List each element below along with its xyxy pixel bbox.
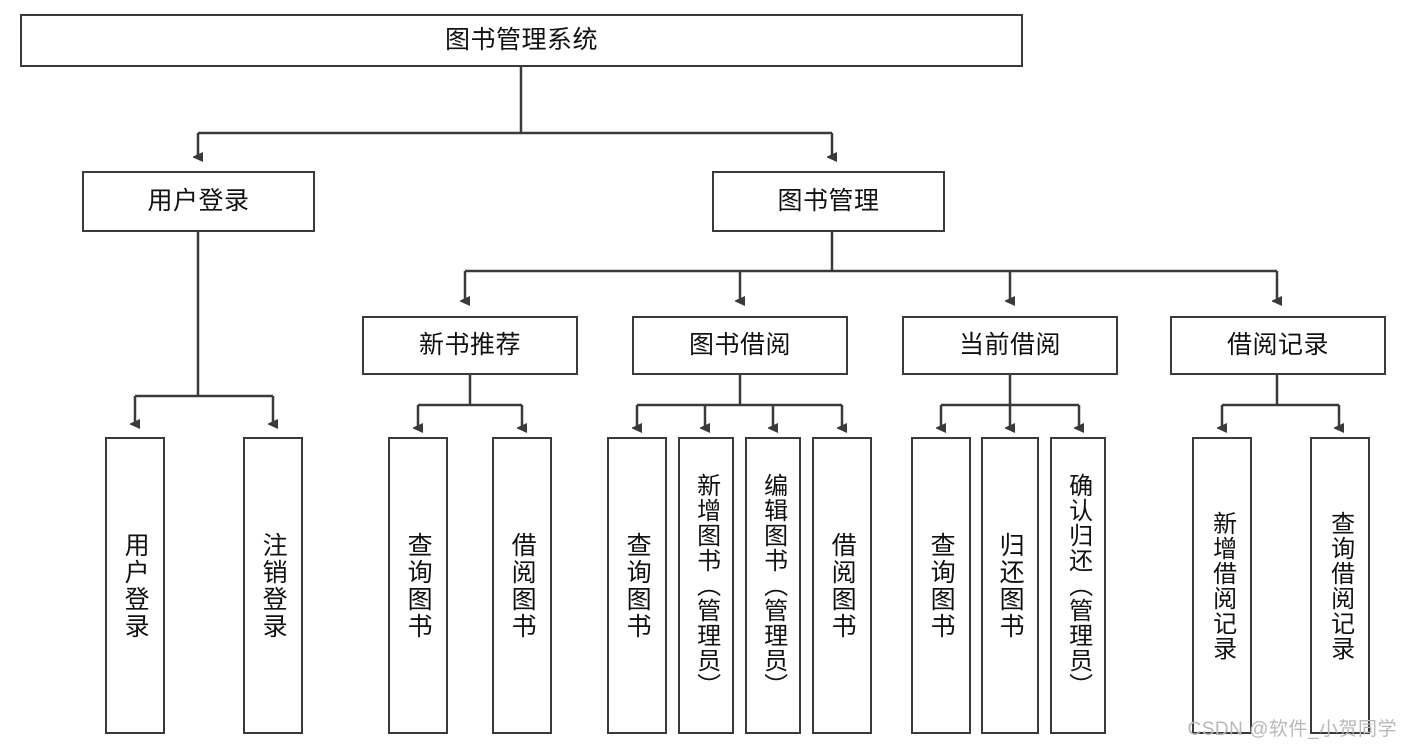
node-label: 借阅图书 xyxy=(508,531,537,640)
node-label: 借阅图书 xyxy=(828,531,857,640)
node-label: 查询图书 xyxy=(404,531,433,640)
node-user-login[interactable]: 用户登录 xyxy=(82,171,315,232)
leaf-borrow-query-books[interactable]: 查询图书 xyxy=(607,437,667,734)
node-label: 注销登录 xyxy=(259,531,288,640)
node-label: 查询图书 xyxy=(927,531,956,640)
leaf-user-login-login[interactable]: 用户登录 xyxy=(105,437,165,734)
leaf-borrow-add-book-admin[interactable]: 新增图书（管理员） xyxy=(678,437,734,734)
node-label: 查询图书 xyxy=(623,531,652,640)
leaf-record-query-borrow-record[interactable]: 查询借阅记录 xyxy=(1310,437,1370,734)
node-label: 图书管理系统 xyxy=(444,25,598,54)
node-book-borrow[interactable]: 图书借阅 xyxy=(632,316,848,375)
leaf-user-login-logout[interactable]: 注销登录 xyxy=(243,437,303,734)
node-book-management[interactable]: 图书管理 xyxy=(712,171,945,232)
leaf-current-confirm-return-admin[interactable]: 确认归还（管理员） xyxy=(1050,437,1106,734)
node-label: 用户登录 xyxy=(121,531,150,640)
node-label: 图书管理 xyxy=(777,186,880,215)
node-label: 查询借阅记录 xyxy=(1326,510,1354,661)
node-label: 新书推荐 xyxy=(418,330,521,359)
node-label: 新增图书（管理员） xyxy=(692,473,720,698)
node-book-management-system[interactable]: 图书管理系统 xyxy=(20,14,1023,67)
node-borrow-record[interactable]: 借阅记录 xyxy=(1170,316,1386,375)
leaf-record-add-borrow-record[interactable]: 新增借阅记录 xyxy=(1192,437,1252,734)
node-label: 当前借阅 xyxy=(958,330,1061,359)
node-label: 借阅记录 xyxy=(1226,330,1329,359)
leaf-current-query-books[interactable]: 查询图书 xyxy=(911,437,971,734)
leaf-newbook-borrow-books[interactable]: 借阅图书 xyxy=(492,437,552,734)
node-label: 归还图书 xyxy=(996,531,1025,640)
node-label: 确认归还（管理员） xyxy=(1064,473,1092,698)
node-current-borrow[interactable]: 当前借阅 xyxy=(902,316,1118,375)
leaf-borrow-edit-book-admin[interactable]: 编辑图书（管理员） xyxy=(745,437,801,734)
node-label: 用户登录 xyxy=(147,186,250,215)
leaf-borrow-borrow-books[interactable]: 借阅图书 xyxy=(812,437,872,734)
csdn-watermark: CSDN @软件_小贺同学 xyxy=(1187,719,1397,740)
leaf-current-return-books[interactable]: 归还图书 xyxy=(981,437,1039,734)
node-label: 编辑图书（管理员） xyxy=(759,473,787,698)
node-new-book-recommend[interactable]: 新书推荐 xyxy=(362,316,578,375)
node-label: 图书借阅 xyxy=(688,330,791,359)
leaf-newbook-query-books[interactable]: 查询图书 xyxy=(388,437,448,734)
node-label: 新增借阅记录 xyxy=(1208,510,1236,661)
